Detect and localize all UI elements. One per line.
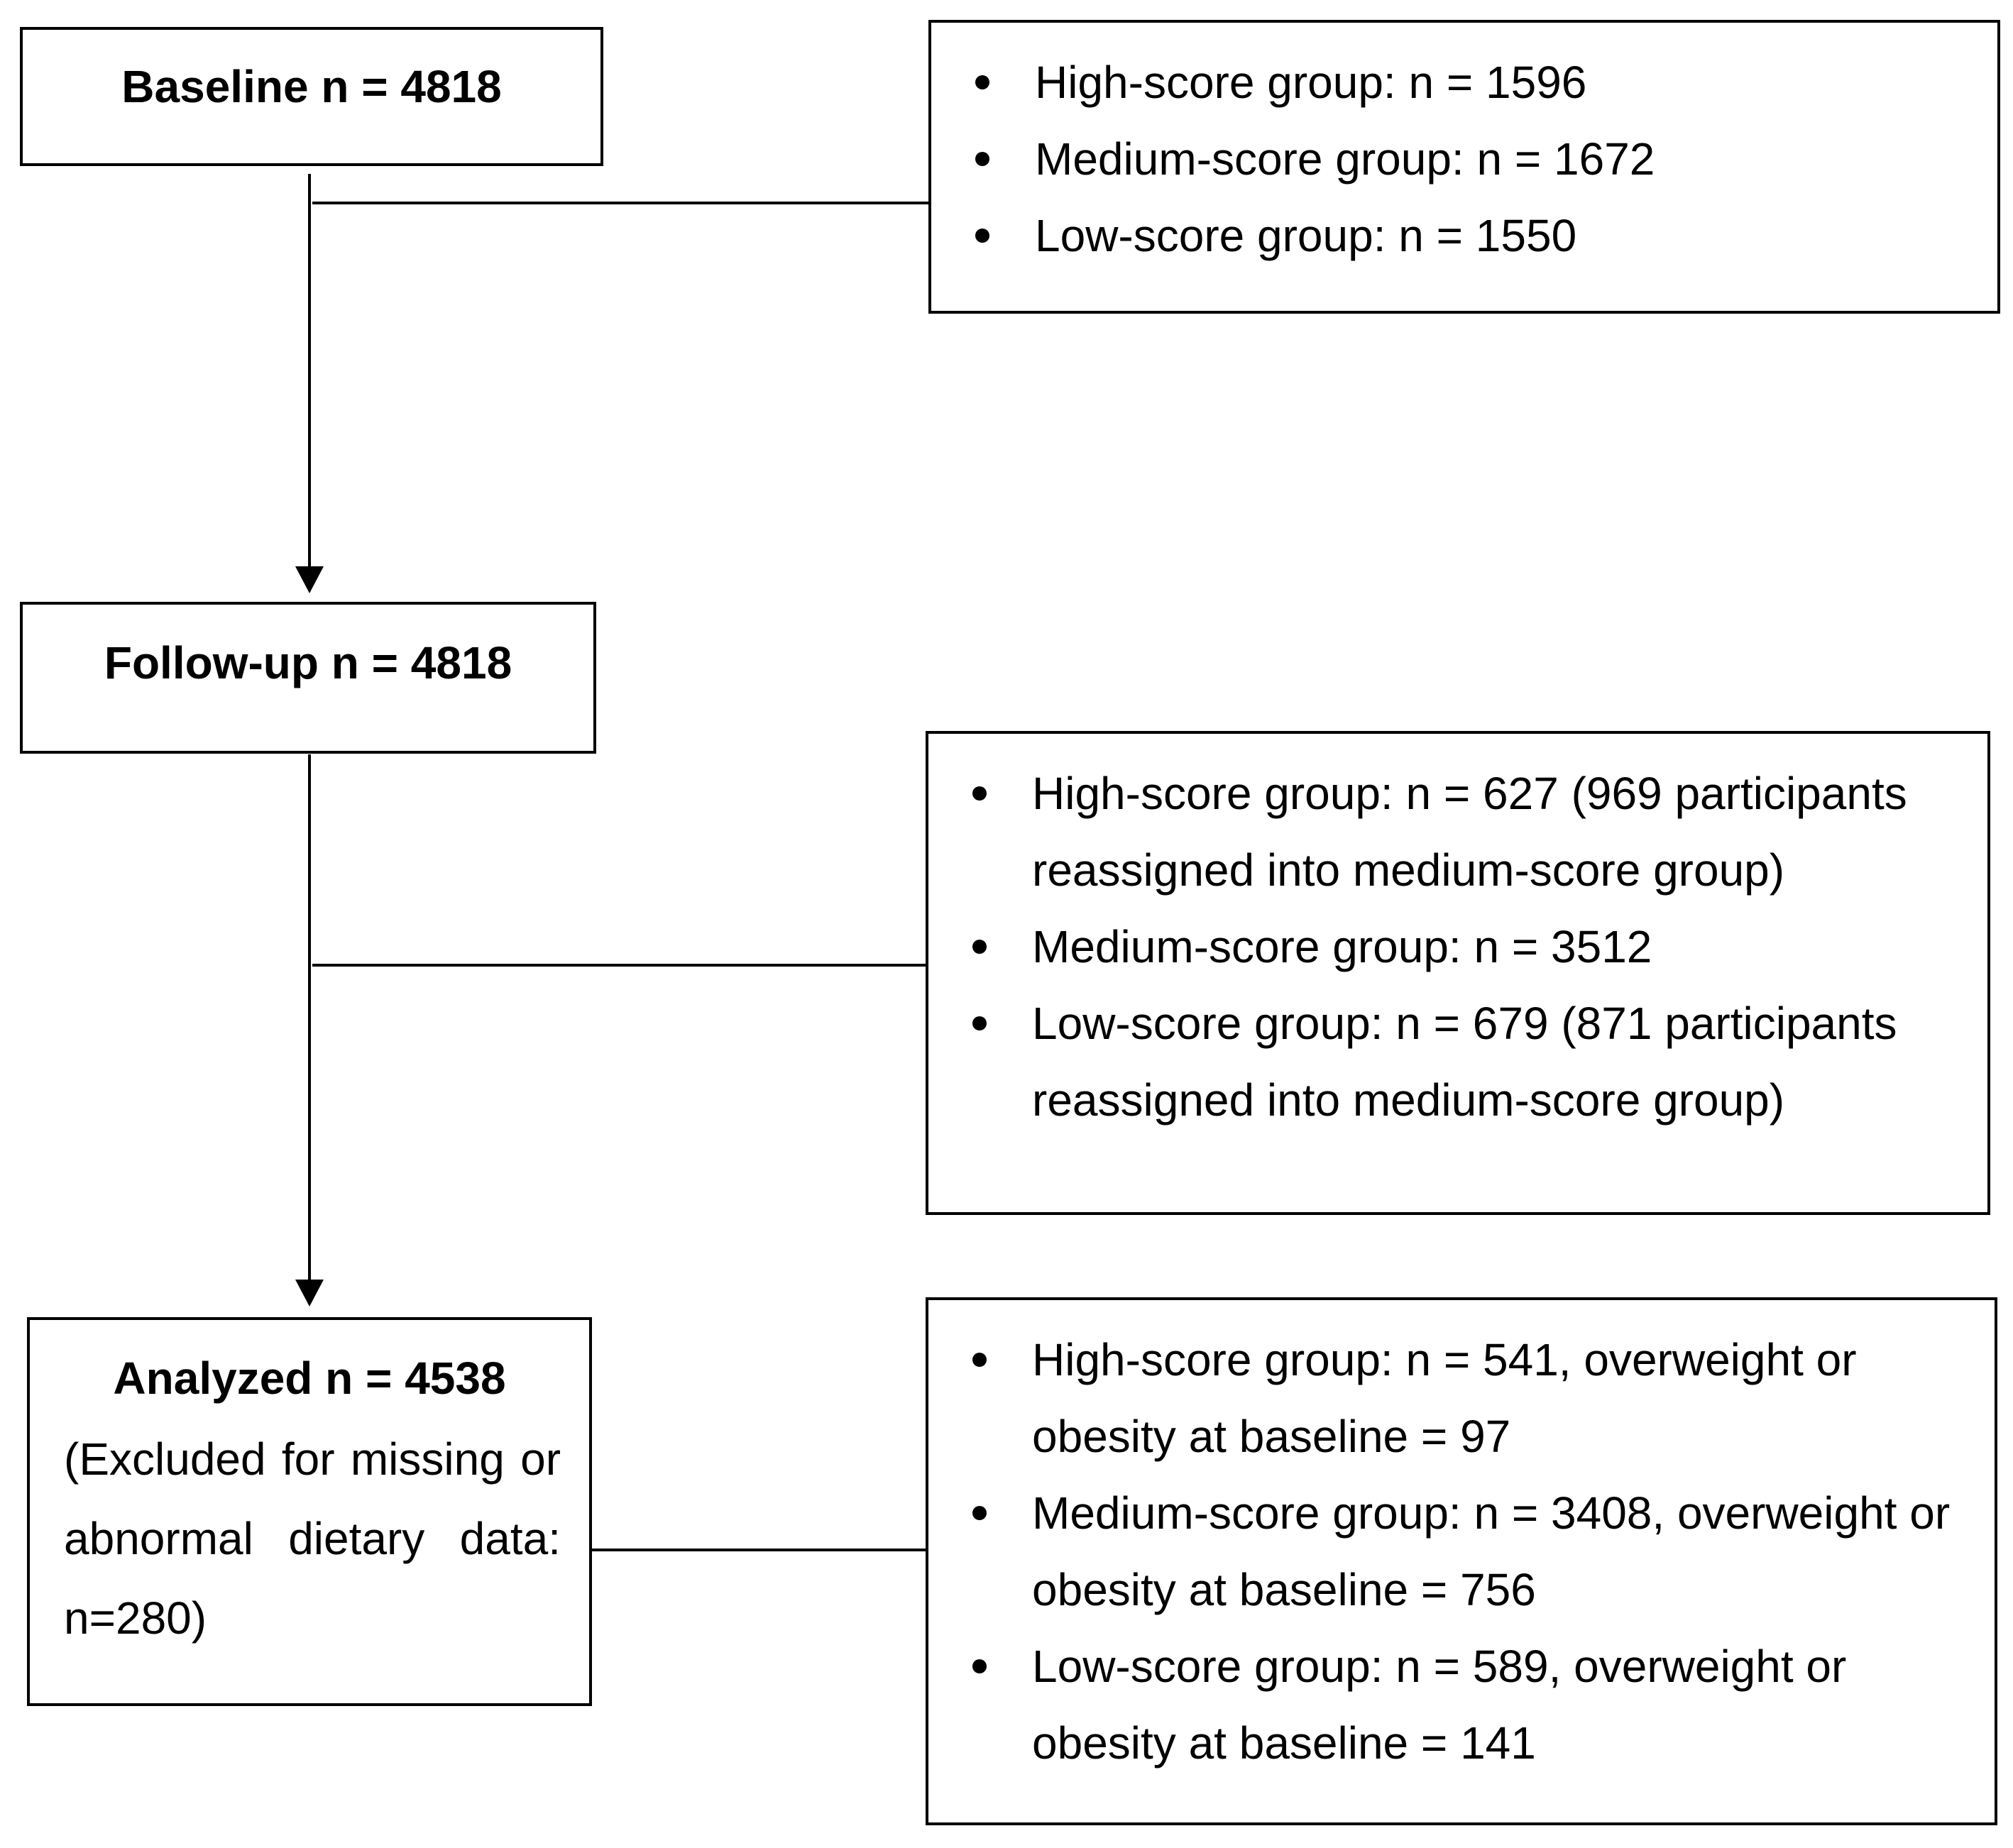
arrowhead-to-analyzed [295,1280,324,1307]
bullet-icon [975,229,989,243]
analyzed-title: Analyzed n = 4538 [113,1353,506,1404]
baseline-groups-list: High-score group: n = 1596 Medium-score … [975,44,1972,274]
exclusion-note: (Excluded for missing or abnormal dietar… [64,1434,561,1644]
followup-groups-box: High-score group: n = 627 (969 participa… [926,731,1990,1215]
list-item: High-score group: n = 627 (969 participa… [972,755,1969,908]
bullet-icon [972,1016,987,1030]
analyzed-groups-box: High-score group: n = 541, overweight or… [926,1297,1997,1825]
baseline-title: Baseline n = 4818 [121,61,502,112]
bullet-icon [972,1506,987,1520]
list-item: Medium-score group: n = 3512 [972,908,1969,985]
bullet-icon [975,75,989,89]
followup-title: Follow-up n = 4818 [104,637,512,688]
bullet-icon [972,1353,987,1367]
list-item: Medium-score group: n = 1672 [975,121,1972,197]
list-item: High-score group: n = 541, overweight or… [972,1321,1976,1475]
bullet-icon [972,1659,987,1673]
list-item: Low-score group: n = 589, overweight or … [972,1628,1976,1781]
baseline-box: Baseline n = 4818 [20,27,603,166]
followup-groups-list: High-score group: n = 627 (969 participa… [972,755,1969,1138]
list-item: Low-score group: n = 1550 [975,197,1972,274]
list-item: Low-score group: n = 679 (871 participan… [972,985,1969,1138]
bullet-icon [972,786,987,801]
analyzed-groups-list: High-score group: n = 541, overweight or… [972,1321,1976,1781]
list-item: Medium-score group: n = 3408, overweight… [972,1475,1976,1628]
bullet-icon [972,940,987,954]
baseline-groups-box: High-score group: n = 1596 Medium-score … [928,20,2000,314]
arrowhead-to-followup [295,566,324,593]
bullet-icon [975,152,989,166]
analyzed-box: Analyzed n = 4538 (Excluded for missing … [27,1317,592,1706]
list-item: High-score group: n = 1596 [975,44,1972,121]
followup-box: Follow-up n = 4818 [20,602,596,754]
